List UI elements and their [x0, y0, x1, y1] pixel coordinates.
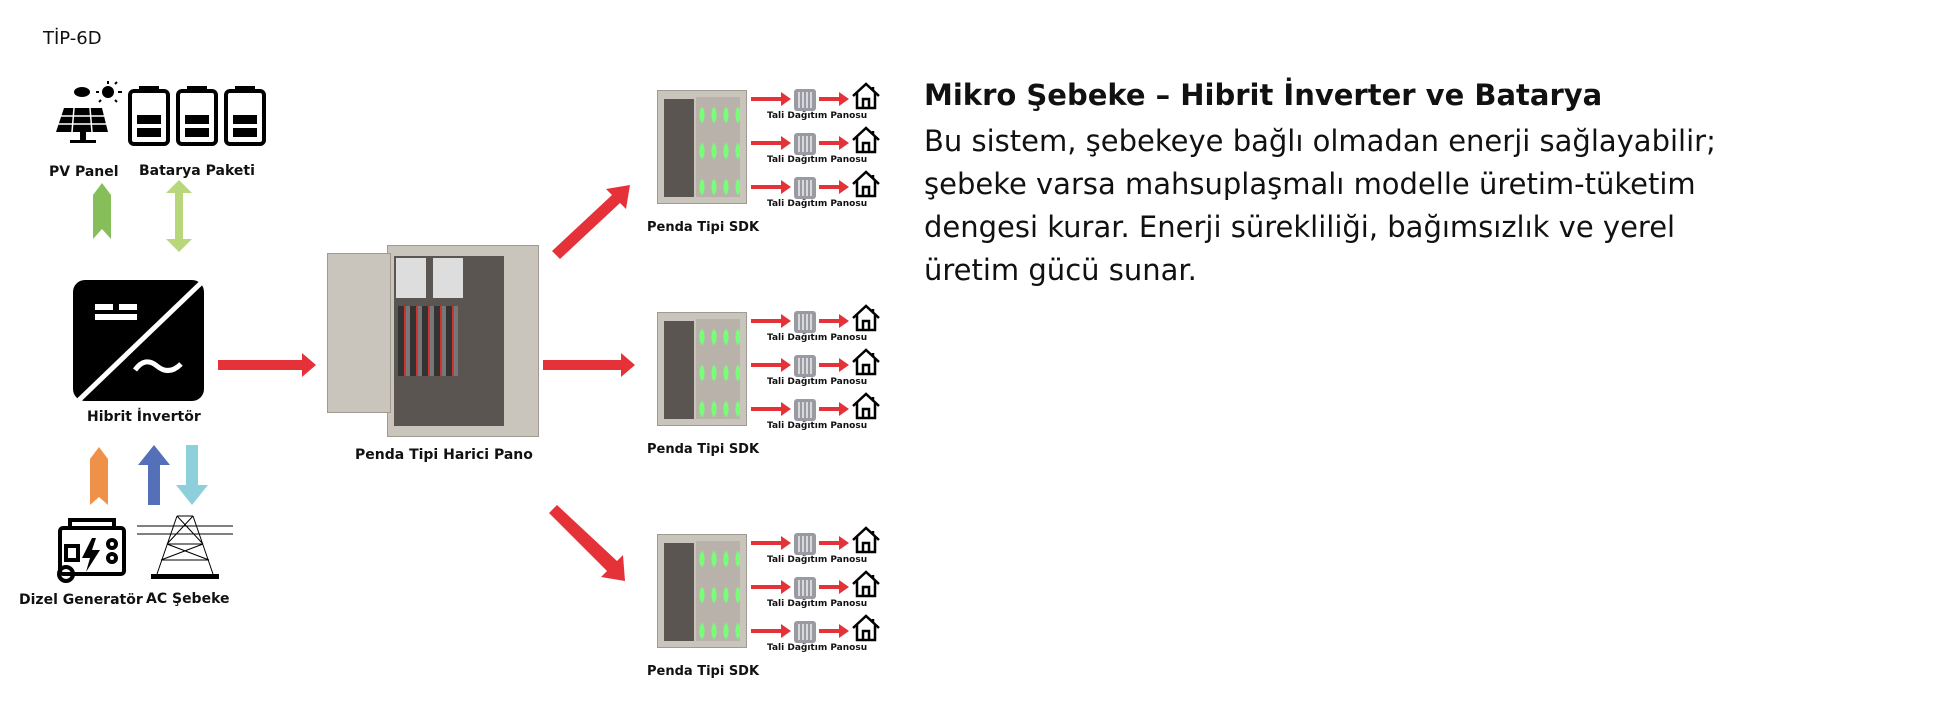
grid-label: AC Şebeke — [146, 591, 230, 607]
arrow-icon — [751, 402, 791, 416]
power-tower-icon — [137, 515, 233, 579]
battery-bidirectional-arrow-icon — [166, 180, 192, 252]
distribution-board-icon — [794, 621, 816, 643]
house-icon — [852, 82, 880, 110]
house-icon — [852, 170, 880, 198]
hybrid-inverter-icon — [73, 280, 204, 401]
arrow-icon — [751, 180, 791, 194]
description-body: Bu sistem, şebekeye bağlı olmadan enerji… — [924, 120, 1924, 292]
house-icon — [852, 126, 880, 154]
distribution-board-icon — [794, 355, 816, 377]
arrow-icon — [751, 624, 791, 638]
distribution-board-icon — [794, 399, 816, 421]
sub-panel-label: Tali Dağıtım Panosu — [767, 421, 868, 431]
arrow-icon — [819, 580, 849, 594]
arrow-to-sdk-3-icon — [549, 505, 625, 581]
house-icon — [852, 392, 880, 420]
arrow-icon — [751, 358, 791, 372]
battery-label: Batarya Paketi — [139, 163, 255, 179]
pv-arrow-icon — [93, 183, 111, 239]
arrow-icon — [751, 536, 791, 550]
description-title: Mikro Şebeke – Hibrit İnverter ve Batary… — [924, 78, 1603, 112]
grid-down-arrow-icon — [176, 445, 208, 505]
battery-pack-icon — [128, 86, 266, 146]
house-icon — [852, 614, 880, 642]
generator-label: Dizel Generatör — [19, 592, 143, 608]
sub-panel-label: Tali Dağıtım Panosu — [767, 555, 868, 565]
arrow-icon — [819, 180, 849, 194]
sub-panel-label: Tali Dağıtım Panosu — [767, 599, 868, 609]
sub-panel-label: Tali Dağıtım Panosu — [767, 377, 868, 387]
arrow-icon — [819, 624, 849, 638]
sdk-label: Penda Tipi SDK — [647, 442, 760, 457]
arrow-icon — [819, 314, 849, 328]
arrow-icon — [819, 402, 849, 416]
type-label: TİP-6D — [43, 28, 102, 49]
sdk-group: Penda Tipi SDK Tali Dağıtım Panosu Tali … — [647, 82, 895, 250]
arrow-icon — [751, 314, 791, 328]
arrow-to-sdk-1-icon — [552, 185, 630, 259]
sdk-cabinet-image — [657, 312, 747, 426]
pv-panel-label: PV Panel — [49, 164, 119, 180]
distribution-board-icon — [794, 133, 816, 155]
grid-up-arrow-icon — [138, 445, 170, 505]
arrow-to-sdk-2-icon — [543, 353, 635, 377]
sdk-cabinet-image — [657, 534, 747, 648]
description-line: üretim gücü sunar. — [924, 253, 1197, 287]
sub-panel-label: Tali Dağıtım Panosu — [767, 333, 868, 343]
sub-panel-label: Tali Dağıtım Panosu — [767, 111, 868, 121]
arrow-icon — [819, 136, 849, 150]
arrow-icon — [819, 358, 849, 372]
sub-panel-label: Tali Dağıtım Panosu — [767, 199, 868, 209]
arrow-icon — [819, 92, 849, 106]
distribution-board-icon — [794, 533, 816, 555]
main-panel-cabinet-image — [387, 245, 539, 437]
arrow-icon — [751, 92, 791, 106]
generator-arrow-icon — [90, 447, 108, 505]
distribution-board-icon — [794, 177, 816, 199]
description-line: Bu sistem, şebekeye bağlı olmadan enerji… — [924, 124, 1716, 158]
sdk-label: Penda Tipi SDK — [647, 220, 760, 235]
solar-panel-icon — [56, 81, 122, 143]
description-line: dengesi kurar. Enerji sürekliliği, bağım… — [924, 210, 1676, 244]
house-icon — [852, 304, 880, 332]
distribution-board-icon — [794, 577, 816, 599]
inverter-label: Hibrit İnvertör — [87, 409, 201, 425]
description-line: şebeke varsa mahsuplaşmalı modelle üreti… — [924, 167, 1696, 201]
house-icon — [852, 570, 880, 598]
sdk-group: Penda Tipi SDK Tali Dağıtım Panosu Tali … — [647, 304, 895, 472]
inverter-to-panel-arrow-icon — [218, 353, 316, 377]
main-panel-label: Penda Tipi Harici Pano — [355, 447, 533, 463]
arrow-icon — [751, 580, 791, 594]
distribution-board-icon — [794, 89, 816, 111]
sub-panel-label: Tali Dağıtım Panosu — [767, 643, 868, 653]
arrow-icon — [751, 136, 791, 150]
house-icon — [852, 526, 880, 554]
sdk-group: Penda Tipi SDK Tali Dağıtım Panosu Tali … — [647, 526, 895, 694]
sdk-label: Penda Tipi SDK — [647, 664, 760, 679]
sdk-cabinet-image — [657, 90, 747, 204]
arrow-icon — [819, 536, 849, 550]
main-panel-door — [327, 253, 391, 413]
house-icon — [852, 348, 880, 376]
distribution-board-icon — [794, 311, 816, 333]
sub-panel-label: Tali Dağıtım Panosu — [767, 155, 868, 165]
diesel-generator-icon — [57, 518, 126, 583]
